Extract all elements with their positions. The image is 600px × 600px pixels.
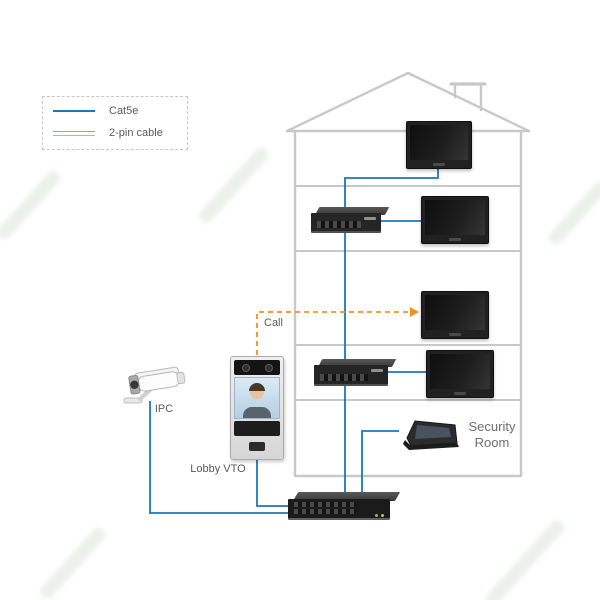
ipc-bullet-camera-icon (123, 366, 186, 404)
switch-leds (372, 504, 384, 522)
ipc-label: IPC (154, 403, 174, 415)
floor-switch-3f (311, 207, 390, 233)
cable-vto (256, 459, 290, 507)
indoor-monitor-3f (421, 196, 489, 244)
switch-ports (294, 502, 356, 516)
security-room-label-line1: Security (468, 419, 516, 434)
switch-ports (317, 221, 361, 228)
brand-logo (364, 217, 376, 220)
security-room-station (403, 420, 459, 450)
chimney (449, 82, 487, 112)
monitor-screen (425, 200, 485, 235)
call-signal-path (256, 307, 419, 355)
cat5e-cables (149, 167, 439, 514)
brand-logo (371, 369, 383, 372)
monitor-screen (425, 295, 485, 330)
switch-front-face (311, 213, 381, 233)
lobby-vto-door-station (230, 356, 284, 460)
camera-lens-icon (241, 363, 250, 372)
sensor-icon (264, 363, 273, 372)
call-label: Call (264, 317, 283, 329)
house-outline (285, 71, 531, 478)
cable-security-station (361, 430, 399, 494)
poe-switch (288, 492, 401, 520)
floor-switch-2f (314, 359, 397, 386)
monitor-screen (430, 354, 490, 389)
indoor-monitor-called (421, 291, 489, 339)
indoor-monitor-2f (426, 350, 494, 398)
roof-outline (285, 71, 531, 133)
monitor-screen (410, 125, 468, 160)
vto-speaker-panel (234, 421, 280, 436)
legend-item-cat5e: Cat5e (53, 101, 181, 121)
legend-label-cat5e: Cat5e (109, 105, 139, 117)
security-room-label-line2: Room (474, 435, 510, 450)
security-room-label: Security Room (460, 419, 524, 451)
switch-front-face (314, 365, 388, 386)
indoor-monitor-4f (406, 121, 472, 169)
cable-ipc (149, 401, 290, 514)
cable-monitor-4f (344, 167, 439, 209)
legend: Cat5e 2-pin cable (42, 96, 188, 150)
two-pin-cable-swatch (53, 130, 95, 136)
person-avatar (249, 383, 265, 399)
cat5e-line-swatch (53, 110, 95, 112)
switch-ports (320, 374, 368, 381)
legend-item-2pin-cable: 2-pin cable (53, 123, 181, 143)
switch-front-face (288, 499, 390, 520)
person-avatar-body (243, 407, 271, 418)
legend-label-2pin: 2-pin cable (109, 127, 163, 139)
vto-display-screen (234, 377, 280, 419)
call-arrowhead-icon (410, 307, 419, 317)
lobby-vto-label: Lobby VTO (190, 463, 246, 475)
floor-slabs (294, 185, 522, 401)
call-dashed-line (256, 311, 410, 355)
vto-card-reader (249, 442, 265, 451)
vto-camera-window (234, 360, 280, 375)
